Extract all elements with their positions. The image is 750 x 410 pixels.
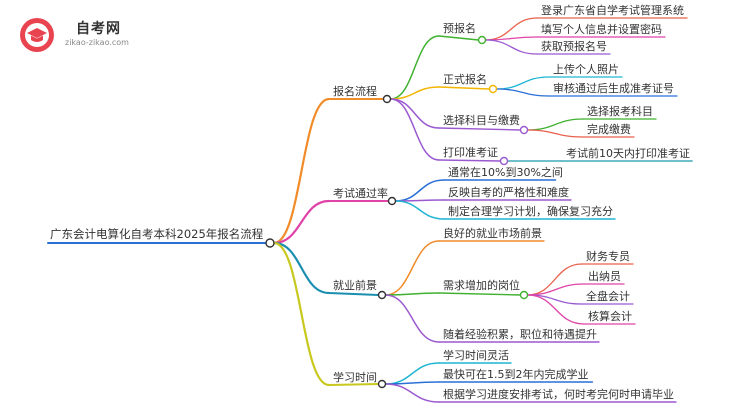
child-toggle[interactable] bbox=[488, 84, 498, 94]
child-link bbox=[389, 98, 440, 129]
child-link bbox=[389, 98, 440, 161]
child-label[interactable]: 最快可在1.5到2年内完成学业 bbox=[443, 367, 589, 381]
child-toggle[interactable] bbox=[499, 156, 509, 166]
mind-map-nodes: 广东会计电算化自考本科2025年报名流程 报名流程 预报名 登录广东省自学考试管理系统… bbox=[50, 3, 690, 401]
child-toggle[interactable] bbox=[519, 290, 529, 300]
child-link bbox=[384, 292, 440, 296]
child-underline bbox=[438, 292, 522, 296]
child-label[interactable]: 需求增加的岗位 bbox=[443, 278, 520, 292]
graduation-cap-icon bbox=[20, 18, 54, 52]
mind-map-links bbox=[47, 17, 693, 403]
logo-title: 自考网 bbox=[76, 21, 121, 37]
child-underline bbox=[438, 86, 491, 90]
branch-label[interactable]: 考试通过率 bbox=[333, 186, 388, 200]
child-link bbox=[384, 294, 440, 343]
branch-toggle[interactable] bbox=[387, 196, 397, 206]
leaf-link bbox=[484, 39, 538, 55]
child-link bbox=[384, 383, 440, 403]
child-label[interactable]: 制定合理学习计划，确保复习充分 bbox=[448, 204, 613, 218]
leaf-label[interactable]: 核算会计 bbox=[588, 309, 632, 323]
leaf-link bbox=[526, 294, 585, 325]
branch-link bbox=[272, 97, 331, 245]
leaf-label[interactable]: 填写个人信息并设置密码 bbox=[541, 22, 662, 36]
branch-label[interactable]: 就业前景 bbox=[333, 278, 377, 292]
leaf-link bbox=[526, 129, 584, 138]
site-logo[interactable]: 自考网 zikao-zikao.com bbox=[18, 14, 168, 56]
child-label[interactable]: 根据学习进度安排考试，何时考完何时申请毕业 bbox=[443, 387, 674, 401]
child-link bbox=[389, 86, 440, 100]
child-label[interactable]: 通常在10%到30%之间 bbox=[448, 165, 563, 179]
leaf-label[interactable]: 出纳员 bbox=[588, 269, 621, 283]
branch-toggle[interactable] bbox=[382, 94, 392, 104]
leaf-label[interactable]: 财务专员 bbox=[586, 249, 630, 263]
child-label[interactable]: 反映自考的严格性和难度 bbox=[448, 185, 569, 199]
leaf-label[interactable]: 上传个人照片 bbox=[553, 63, 619, 76]
leaf-label[interactable]: 考试前10天内打印准考证 bbox=[566, 146, 690, 160]
leaf-label[interactable]: 获取预报名号 bbox=[541, 39, 607, 53]
child-label[interactable]: 打印准考证 bbox=[443, 145, 498, 159]
leaf-link bbox=[484, 36, 538, 41]
leaf-label[interactable]: 完成缴费 bbox=[587, 122, 631, 136]
leaf-label[interactable]: 选择报考科目 bbox=[587, 104, 653, 118]
child-underline bbox=[438, 35, 480, 41]
branch-link bbox=[272, 241, 331, 295]
logo-url: zikao-zikao.com bbox=[65, 38, 129, 47]
leaf-link bbox=[495, 88, 550, 97]
child-underline bbox=[438, 127, 522, 131]
leaf-label[interactable]: 审核通过后生成准考证号 bbox=[553, 81, 674, 95]
child-link bbox=[384, 362, 440, 385]
child-label[interactable]: 正式报名 bbox=[443, 72, 487, 86]
child-underline bbox=[438, 159, 502, 162]
child-label[interactable]: 预报名 bbox=[443, 21, 476, 35]
child-toggle[interactable] bbox=[477, 35, 487, 45]
leaf-link bbox=[526, 118, 584, 131]
child-label[interactable]: 学习时间灵活 bbox=[443, 348, 509, 362]
child-label[interactable]: 良好的就业市场前景 bbox=[443, 226, 542, 240]
branch-link bbox=[272, 199, 331, 245]
branch-label[interactable]: 学习时间 bbox=[333, 370, 377, 384]
child-label[interactable]: 选择科目与缴费 bbox=[443, 113, 520, 127]
child-link bbox=[384, 240, 440, 296]
leaf-label[interactable]: 登录广东省自学考试管理系统 bbox=[541, 3, 684, 17]
child-toggle[interactable] bbox=[519, 125, 529, 135]
branch-label[interactable]: 报名流程 bbox=[333, 84, 377, 98]
root-node-label[interactable]: 广东会计电算化自考本科2025年报名流程 bbox=[50, 227, 264, 241]
leaf-link bbox=[495, 76, 550, 90]
child-link bbox=[389, 35, 440, 100]
leaf-label[interactable]: 全盘会计 bbox=[586, 289, 630, 303]
child-link bbox=[394, 179, 445, 202]
branch-toggle[interactable] bbox=[377, 290, 387, 300]
branch-link bbox=[272, 241, 331, 387]
child-label[interactable]: 随着经验积累，职位和待遇提升 bbox=[443, 327, 597, 341]
branch-underline bbox=[328, 383, 380, 386]
child-link bbox=[394, 200, 445, 220]
root-toggle[interactable] bbox=[265, 238, 275, 248]
branch-toggle[interactable] bbox=[377, 379, 387, 389]
branch-underline bbox=[328, 292, 380, 296]
